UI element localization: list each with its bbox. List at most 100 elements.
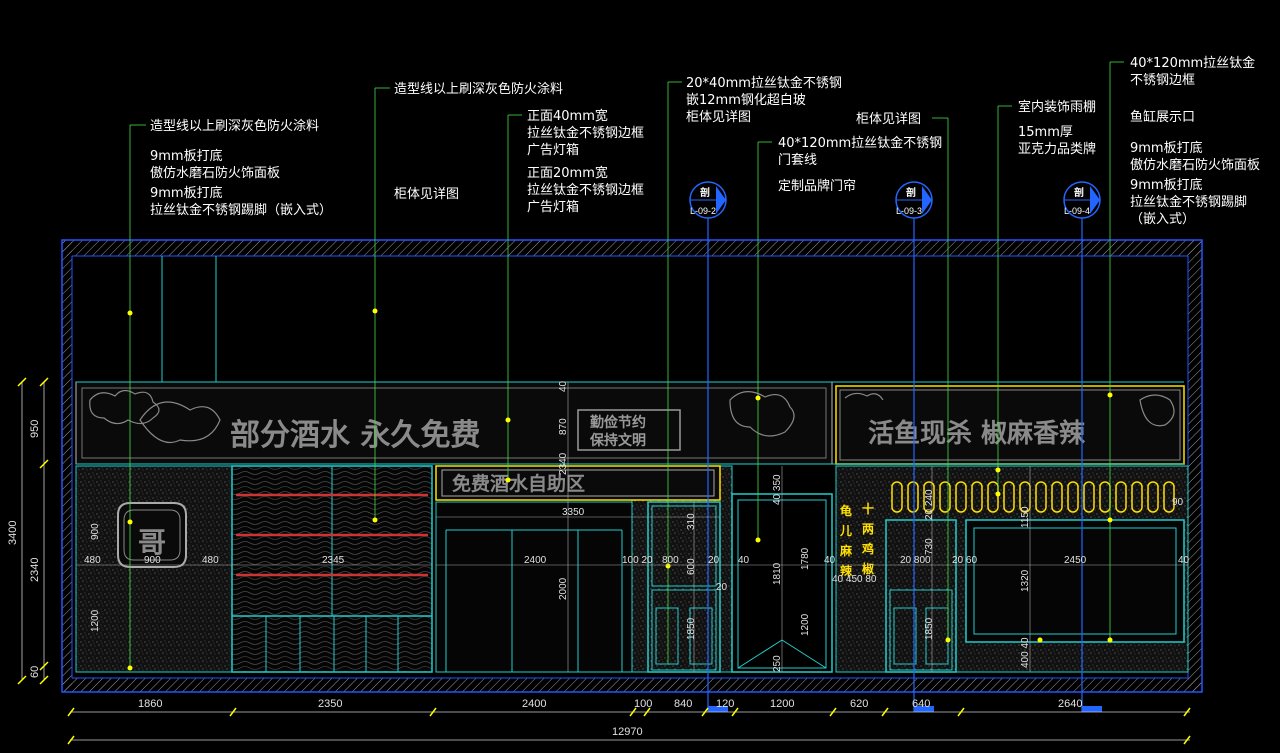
annotation: 拉丝钛金不锈钢踢脚（嵌入式） xyxy=(150,202,332,218)
dim-label: 950 xyxy=(29,420,41,438)
annotation: 正面40mm宽 xyxy=(527,108,608,124)
floor-hatch xyxy=(62,678,1202,692)
left-dimensions: 950 3400 2340 60 xyxy=(7,420,41,678)
dim-label: 100 xyxy=(634,698,652,710)
dim-label: 640 xyxy=(912,698,930,710)
section-marker-2: 剖 L-09-3 xyxy=(895,181,933,219)
svg-text:900: 900 xyxy=(144,555,161,566)
self-service-cabinet xyxy=(435,501,633,673)
svg-text:1200: 1200 xyxy=(90,609,101,632)
svg-text:2340: 2340 xyxy=(558,452,569,475)
dim-label: 120 xyxy=(716,698,734,710)
annotation: 造型线以上刷深灰色防火涂料 xyxy=(394,81,563,97)
svg-text:1200: 1200 xyxy=(800,613,811,636)
svg-text:2000: 2000 xyxy=(558,577,569,600)
annotation: 拉丝钛金不锈钢边框 xyxy=(527,125,644,141)
svg-text:40: 40 xyxy=(824,555,836,566)
svg-text:L-09-2: L-09-2 xyxy=(690,206,716,216)
glass-cabinet-1 xyxy=(647,501,721,673)
annotation: 傲仿水磨石防火饰面板 xyxy=(150,165,280,181)
svg-text:20: 20 xyxy=(716,582,728,593)
annotation: 正面20mm宽 xyxy=(527,165,608,181)
svg-text:250: 250 xyxy=(772,655,783,672)
svg-text:40: 40 xyxy=(738,555,750,566)
right-banner-text: 活鱼现杀 椒麻香辣 xyxy=(868,418,1086,449)
section-marker-3: 剖 L-09-4 xyxy=(1063,181,1101,219)
svg-text:20 60: 20 60 xyxy=(952,555,977,566)
svg-text:40: 40 xyxy=(558,380,569,392)
left-badge-line2: 保持文明 xyxy=(589,432,646,449)
svg-text:20: 20 xyxy=(708,555,720,566)
annotation: 9mm板打底 xyxy=(1130,140,1203,156)
svg-text:L-09-3: L-09-3 xyxy=(896,206,922,216)
left-badge-line1: 勤俭节约 xyxy=(590,414,646,431)
svg-text:剖: 剖 xyxy=(700,186,710,199)
svg-text:800: 800 xyxy=(662,555,679,566)
annotation: 嵌12mm钢化超白玻 xyxy=(686,92,806,108)
annotation: 鱼缸展示口 xyxy=(1130,109,1195,125)
logo-char: 哥 xyxy=(138,526,166,559)
svg-text:900: 900 xyxy=(90,523,101,540)
svg-text:600: 600 xyxy=(686,558,697,575)
annotation: 造型线以上刷深灰色防火涂料 xyxy=(150,118,319,134)
awning xyxy=(891,481,1175,513)
svg-text:100 20: 100 20 xyxy=(622,555,653,566)
svg-text:480: 480 xyxy=(84,555,101,566)
annotation: 拉丝钛金不锈钢边框 xyxy=(527,182,644,198)
annotation: 广告灯箱 xyxy=(527,142,579,158)
svg-text:20 800: 20 800 xyxy=(900,555,931,566)
logo-badge: 哥 xyxy=(117,502,187,568)
annotation: 傲仿水磨石防火饰面板 xyxy=(1130,157,1260,173)
svg-text:870: 870 xyxy=(558,418,569,435)
annotation: 拉丝钛金不锈钢踢脚 xyxy=(1130,194,1247,210)
svg-text:2400: 2400 xyxy=(524,555,547,566)
annotation: 40*120mm拉丝钛金不锈钢 xyxy=(778,135,942,151)
svg-text:40 350: 40 350 xyxy=(772,474,783,505)
ceiling-hatch xyxy=(62,240,1202,256)
annotation: 40*120mm拉丝钛金 xyxy=(1130,55,1255,71)
annotation: （嵌入式） xyxy=(1130,212,1195,227)
svg-text:40 450 80: 40 450 80 xyxy=(832,574,877,585)
inner-dimensions: 480 900 480 2345 2400 3350 2000 100 20 8… xyxy=(84,380,1190,672)
annotation: 9mm板打底 xyxy=(150,148,223,164)
right-signboard xyxy=(835,385,1185,465)
svg-text:剖: 剖 xyxy=(1074,186,1084,199)
svg-text:40: 40 xyxy=(1178,555,1190,566)
annotation: 9mm板打底 xyxy=(1130,177,1203,193)
annotation: 9mm板打底 xyxy=(150,185,223,201)
middle-banner-text: 免费酒水自助区 xyxy=(452,472,585,495)
left-terrazzo-panel xyxy=(75,465,233,673)
dim-label: 1200 xyxy=(770,698,794,710)
dim-label: 2640 xyxy=(1058,698,1082,710)
svg-text:辣: 辣 xyxy=(840,563,853,578)
annotation: 柜体见详图 xyxy=(394,187,459,202)
annotation: 柜体见详图 xyxy=(856,112,921,127)
left-badge xyxy=(577,409,681,451)
svg-text:剖: 剖 xyxy=(906,186,916,199)
annotation: 20*40mm拉丝钛金不锈钢 xyxy=(686,75,842,91)
free-drinks-sign xyxy=(435,465,721,501)
annotation: 广告灯箱 xyxy=(527,199,579,215)
svg-text:1320: 1320 xyxy=(1020,569,1031,592)
annotation: 定制品牌门帘 xyxy=(778,178,856,194)
section-marker-1: 剖 L-09-2 xyxy=(689,181,727,219)
svg-text:十: 十 xyxy=(862,501,874,516)
dim-label: 2340 xyxy=(29,558,41,582)
svg-text:400 40: 400 40 xyxy=(1020,637,1031,668)
dim-label: 2400 xyxy=(522,698,546,710)
svg-text:1810: 1810 xyxy=(772,562,783,585)
svg-text:90: 90 xyxy=(1172,497,1184,508)
left-wall-hatch xyxy=(62,240,72,692)
annotation: 柜体见详图 xyxy=(686,110,751,125)
annotations: 造型线以上刷深灰色防火涂料 9mm板打底 傲仿水磨石防火饰面板 9mm板打底 拉… xyxy=(150,55,1260,227)
svg-text:1150: 1150 xyxy=(1020,506,1031,528)
total-dim-label: 12970 xyxy=(612,726,643,738)
svg-text:鸡: 鸡 xyxy=(861,541,874,556)
svg-text:1780: 1780 xyxy=(800,547,811,570)
wall-outline xyxy=(61,239,1203,693)
dim-label: 2350 xyxy=(318,698,342,710)
svg-text:3350: 3350 xyxy=(562,507,585,518)
svg-text:1850: 1850 xyxy=(924,617,935,640)
fish-tank-window xyxy=(965,519,1185,643)
svg-text:730: 730 xyxy=(924,538,935,555)
